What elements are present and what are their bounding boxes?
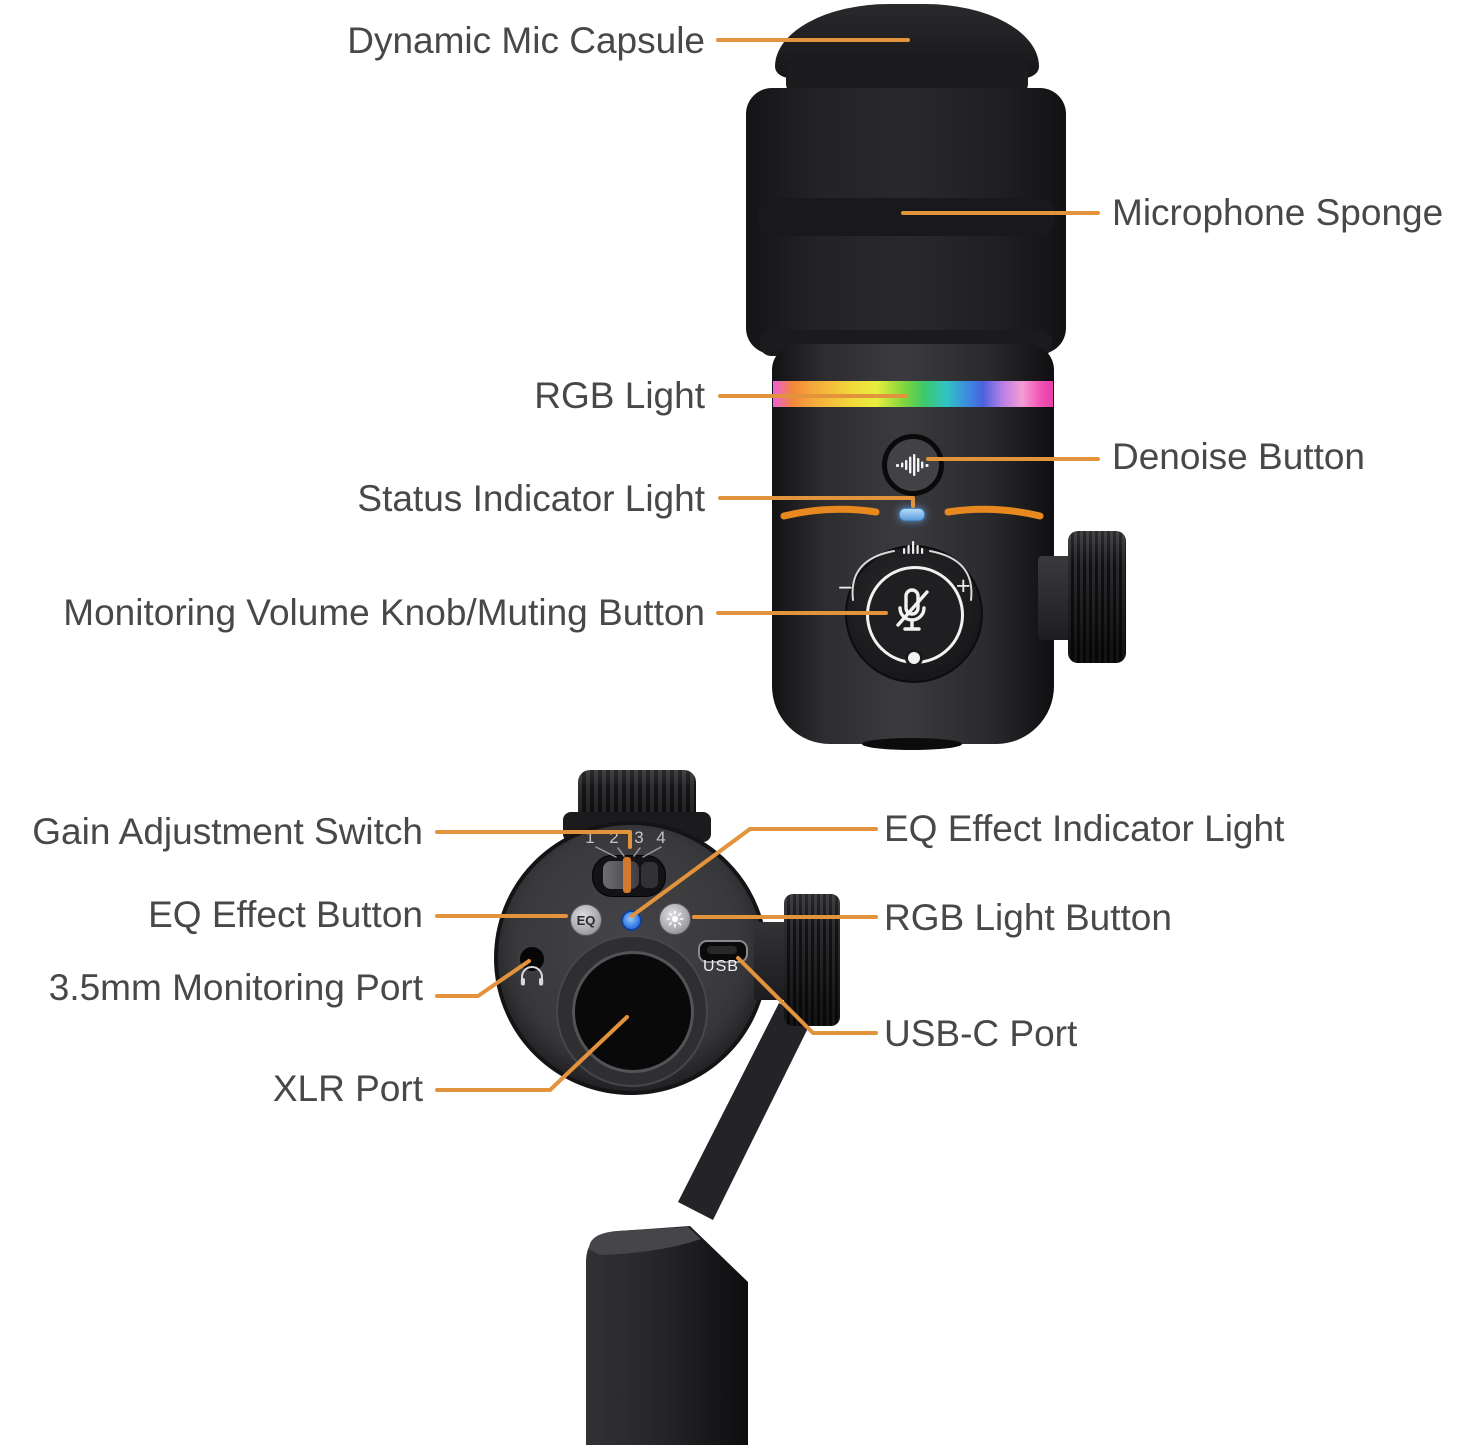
usb-c-slot xyxy=(707,946,737,954)
rgb-light-ring xyxy=(773,381,1053,407)
gain-switch-slot xyxy=(641,862,658,888)
status-indicator-light xyxy=(899,508,925,521)
gain-slider-orange-stripe xyxy=(623,857,631,893)
mute-mic-icon xyxy=(896,588,929,631)
stand-mount-top-face xyxy=(589,1227,701,1255)
usb-port-label: USB xyxy=(703,958,739,975)
brightness-sun-icon xyxy=(666,910,684,928)
mic-bottom-foot xyxy=(862,738,962,750)
eq-button-label: EQ xyxy=(576,912,596,928)
gain-number-1: 1 xyxy=(585,828,595,847)
volume-knob-marker-dot xyxy=(905,649,923,667)
label-rgb-light-button: RGB Light Button xyxy=(884,897,1172,938)
denoise-button[interactable] xyxy=(882,434,944,496)
label-status-indicator-light: Status Indicator Light xyxy=(357,478,705,519)
label-monitoring-port: 3.5mm Monitoring Port xyxy=(48,967,423,1008)
gain-number-2: 2 xyxy=(609,828,619,847)
label-microphone-sponge: Microphone Sponge xyxy=(1112,192,1444,233)
xlr-port[interactable] xyxy=(572,951,694,1073)
volume-minus-sign: − xyxy=(838,574,853,602)
label-eq-effect-button: EQ Effect Button xyxy=(148,894,423,935)
headphone-icon xyxy=(520,966,544,986)
stand-arm-bar xyxy=(678,1003,812,1220)
gain-number-3: 3 xyxy=(634,828,644,847)
label-monitoring-volume-knob: Monitoring Volume Knob/Muting Button xyxy=(63,592,705,633)
label-usb-c-port: USB-C Port xyxy=(884,1013,1078,1054)
bottom-side-knob[interactable] xyxy=(784,894,840,1026)
stand-mount xyxy=(586,1226,748,1445)
gain-switch-slider[interactable] xyxy=(603,861,639,889)
label-rgb-light: RGB Light xyxy=(534,375,705,416)
gain-number-4: 4 xyxy=(656,828,666,847)
denoise-waveform-icon xyxy=(896,454,929,476)
label-dynamic-mic-capsule: Dynamic Mic Capsule xyxy=(347,20,705,61)
rgb-light-button[interactable] xyxy=(659,903,691,935)
label-xlr-port: XLR Port xyxy=(272,1068,423,1109)
eq-effect-indicator-light xyxy=(621,910,642,931)
gain-side-knob[interactable] xyxy=(1068,531,1126,663)
label-gain-adjustment-switch: Gain Adjustment Switch xyxy=(32,811,423,852)
label-eq-effect-indicator-light: EQ Effect Indicator Light xyxy=(884,808,1285,849)
sponge-groove xyxy=(758,198,1054,236)
label-denoise-button: Denoise Button xyxy=(1112,436,1366,477)
volume-plus-sign: + xyxy=(956,572,971,600)
eq-effect-button[interactable]: EQ xyxy=(570,904,602,936)
